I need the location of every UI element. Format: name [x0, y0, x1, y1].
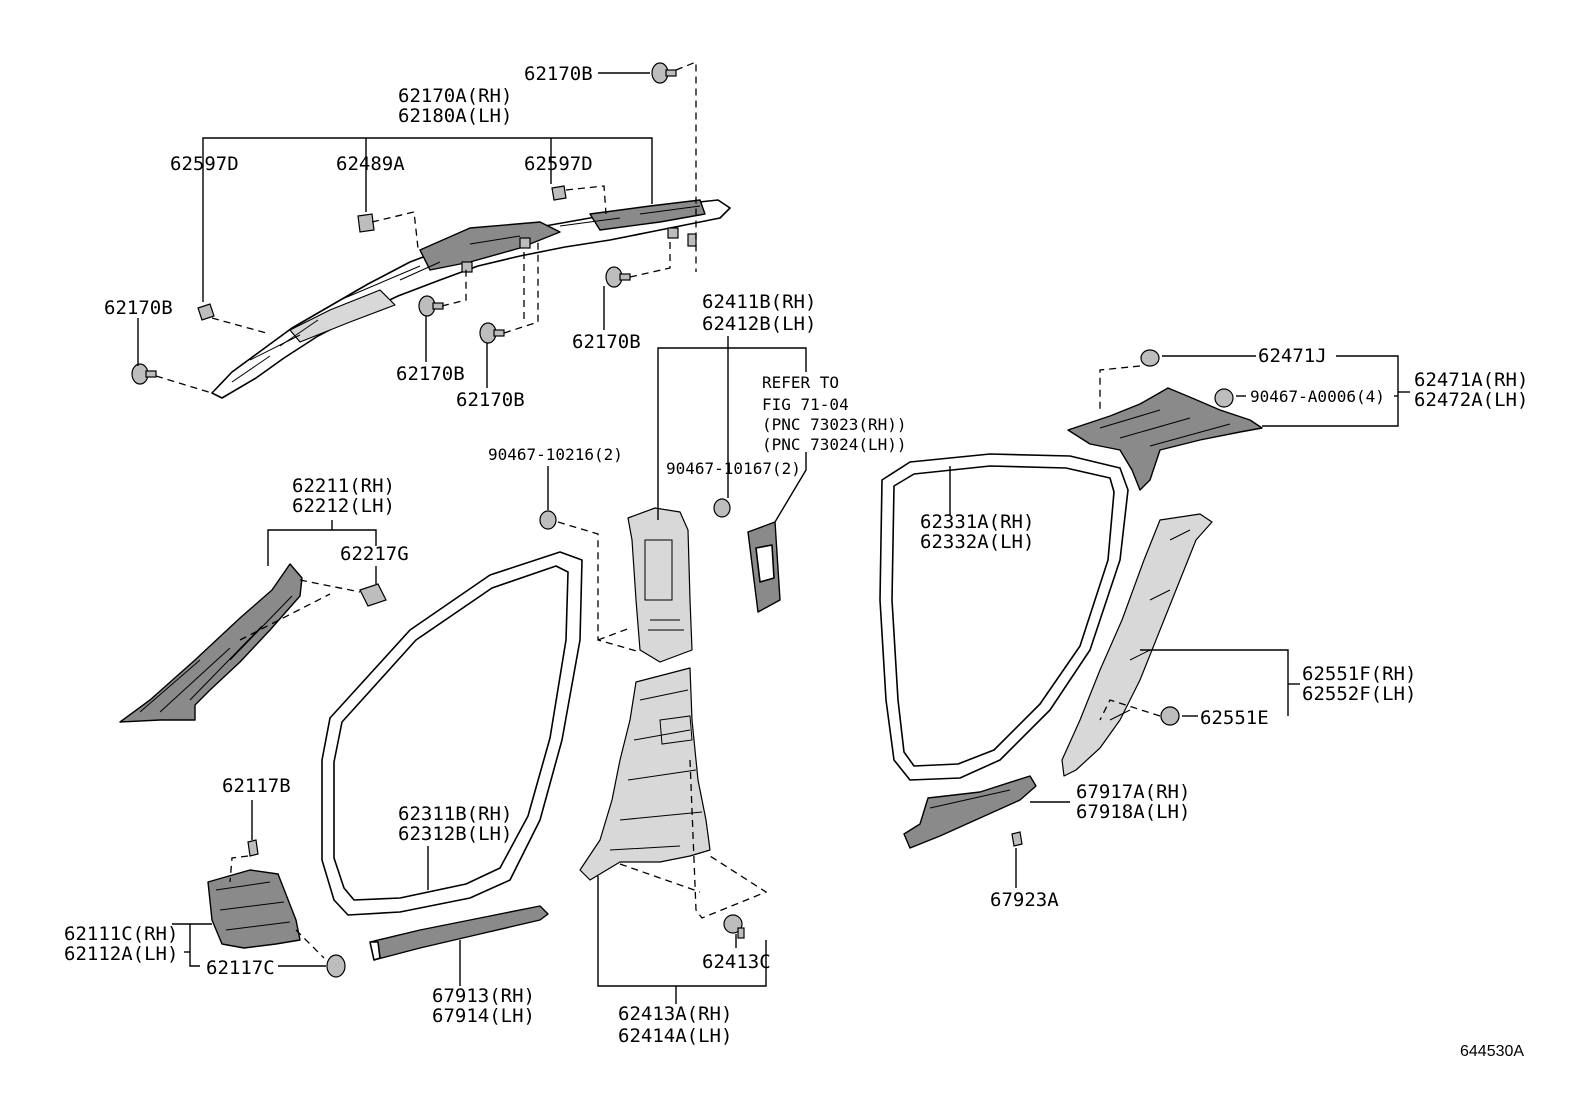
label-62412B: 62412B(LH) — [702, 313, 816, 335]
label-62551F: 62551F(RH) — [1302, 663, 1416, 685]
label-62551E: 62551E — [1200, 707, 1269, 729]
label-62170A: 62170A(RH) — [398, 85, 512, 107]
label-62212: 62212(LH) — [292, 495, 395, 517]
clip-90467-10216 — [539, 510, 557, 530]
label-67914: 67914(LH) — [432, 1005, 535, 1027]
label-62597D-left: 62597D — [170, 153, 239, 175]
bolt-62170B-left — [131, 363, 157, 385]
label-62170B-mid2: 62170B — [456, 389, 525, 411]
label-62414A: 62414A(LH) — [618, 1025, 732, 1047]
label-67923A: 67923A — [990, 889, 1059, 911]
label-67917A: 67917A(RH) — [1076, 781, 1190, 803]
label-62597D-right: 62597D — [524, 153, 593, 175]
label-62112A: 62112A(LH) — [64, 943, 178, 965]
label-62170B-left: 62170B — [104, 297, 173, 319]
clip-62597D-right — [551, 185, 567, 201]
center-pillar-lower-garnish — [579, 667, 711, 881]
label-90467-A0006: 90467-A0006(4) — [1250, 387, 1385, 406]
bolt-62551E — [1160, 706, 1180, 726]
label-62331A: 62331A(RH) — [920, 511, 1034, 533]
label-refer-1: REFER TO — [762, 373, 839, 392]
part-labels: 62170B 62170A(RH) 62180A(LH) 62597D 6248… — [64, 63, 1528, 1060]
front-door-weatherstrip — [321, 551, 583, 916]
front-scuff-plate — [369, 905, 549, 961]
clip-90467-10167 — [713, 498, 731, 518]
clip-62597D-left — [197, 303, 215, 321]
label-62111C: 62111C(RH) — [64, 923, 178, 945]
label-62471J: 62471J — [1258, 345, 1327, 367]
label-62170B-mid1: 62170B — [396, 363, 465, 385]
roof-side-garnish — [1067, 349, 1263, 491]
label-62552F: 62552F(LH) — [1302, 683, 1416, 705]
seat-belt-guide — [747, 521, 781, 613]
label-90467-10167: 90467-10167(2) — [666, 459, 801, 478]
label-refer-4: (PNC 73024(LH)) — [762, 435, 907, 454]
label-62471A: 62471A(RH) — [1414, 369, 1528, 391]
curtain-airbag-assembly — [211, 199, 731, 399]
label-90467-10216: 90467-10216(2) — [488, 445, 623, 464]
cowl-side-trim — [207, 839, 346, 978]
label-62117B: 62117B — [222, 775, 291, 797]
label-67913: 67913(RH) — [432, 985, 535, 1007]
label-62170B-right: 62170B — [572, 331, 641, 353]
label-62170B-top: 62170B — [524, 63, 593, 85]
clip-62489A — [357, 213, 375, 233]
figure-id: 644530A — [1460, 1043, 1524, 1060]
label-62489A: 62489A — [336, 153, 405, 175]
bolt-62170B-mid1 — [418, 295, 444, 317]
bolt-62413C — [723, 914, 745, 939]
label-62311B: 62311B(RH) — [398, 803, 512, 825]
bolt-62170B-mid2 — [479, 322, 505, 344]
leader-lines — [137, 61, 1410, 1004]
label-refer-3: (PNC 73023(RH)) — [762, 415, 907, 434]
rear-scuff-plate — [903, 775, 1037, 849]
label-62211: 62211(RH) — [292, 475, 395, 497]
label-62312B: 62312B(LH) — [398, 823, 512, 845]
label-62180A: 62180A(LH) — [398, 105, 512, 127]
rear-door-weatherstrip — [879, 453, 1129, 781]
label-62332A: 62332A(LH) — [920, 531, 1034, 553]
label-62413C: 62413C — [702, 951, 771, 973]
label-refer-2: FIG 71-04 — [762, 395, 849, 414]
label-62413A: 62413A(RH) — [618, 1003, 732, 1025]
center-pillar-upper-garnish — [627, 507, 693, 663]
bolt-62170B-top — [651, 62, 677, 84]
label-67918A: 67918A(LH) — [1076, 801, 1190, 823]
label-62472A: 62472A(LH) — [1414, 389, 1528, 411]
bolt-62170B-right — [605, 266, 631, 288]
label-62117C: 62117C — [206, 957, 275, 979]
label-62411B: 62411B(RH) — [702, 291, 816, 313]
label-62217G: 62217G — [340, 543, 409, 565]
front-pillar-garnish — [119, 563, 387, 723]
